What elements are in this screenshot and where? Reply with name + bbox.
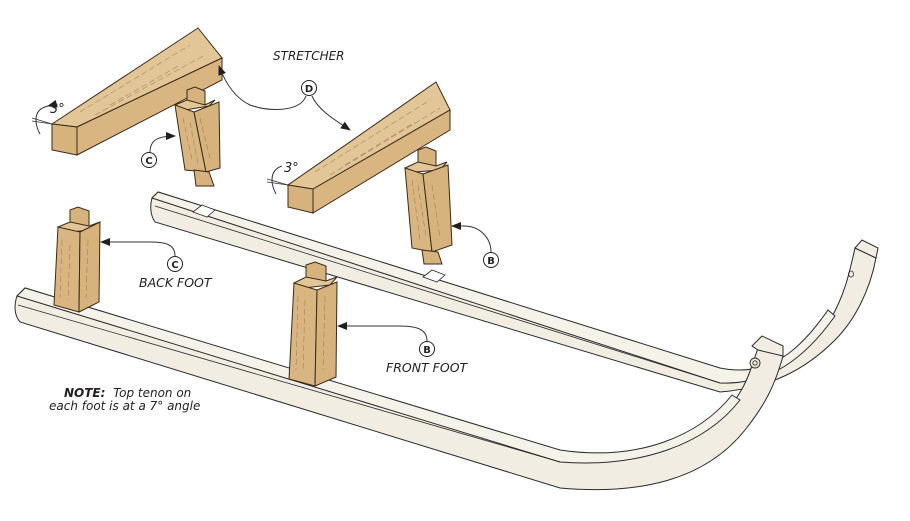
front-foot-upper	[403, 146, 453, 265]
note-text-1: Top tenon on	[113, 386, 191, 400]
left-stretcher	[50, 27, 223, 156]
note-line-1: NOTE: Top tenon on	[64, 386, 191, 400]
back-foot-upper-leader	[149, 132, 176, 153]
callout-c-lower: C	[171, 260, 178, 271]
callout-b-lower: B	[423, 345, 431, 356]
front-foot-lower	[288, 261, 338, 387]
angle-indicator-left: 3°	[31, 99, 65, 135]
back-foot-upper	[173, 86, 221, 187]
right-stretcher	[286, 81, 451, 214]
stretcher-label: STRETCHER	[273, 49, 345, 63]
mortise	[192, 204, 216, 218]
note-bold: NOTE:	[64, 386, 105, 400]
front-foot-lower-leader	[337, 322, 428, 342]
angle-indicator-right: 3°	[266, 161, 299, 195]
stretcher-leader-left	[218, 65, 307, 110]
callout-circle-d	[301, 80, 317, 96]
note: NOTE: Top tenon on each foot is at a 7° …	[49, 386, 200, 413]
mortise	[422, 269, 446, 283]
callout-b-upper: B	[487, 256, 495, 267]
callout-d: D	[305, 84, 313, 95]
back-foot-lower	[53, 206, 101, 313]
callout-circle-b-upper	[483, 252, 499, 268]
callout-circle-c-lower	[167, 256, 183, 272]
front-foot-upper-leader	[451, 222, 492, 253]
callout-circle-b-lower	[419, 341, 435, 357]
back-foot-lower-leader	[100, 238, 176, 257]
note-line-2: each foot is at a 7° angle	[49, 399, 200, 413]
back-foot-label: BACK FOOT	[139, 275, 213, 290]
angle-label-right: 3°	[284, 161, 299, 176]
front-foot-label: FRONT FOOT	[386, 360, 469, 375]
callout-circle-c-upper	[141, 152, 157, 168]
stretcher-leader-right	[311, 95, 351, 131]
angle-label-left: 3°	[50, 102, 65, 117]
callout-c-upper: C	[145, 156, 152, 167]
front-runner	[14, 287, 784, 491]
